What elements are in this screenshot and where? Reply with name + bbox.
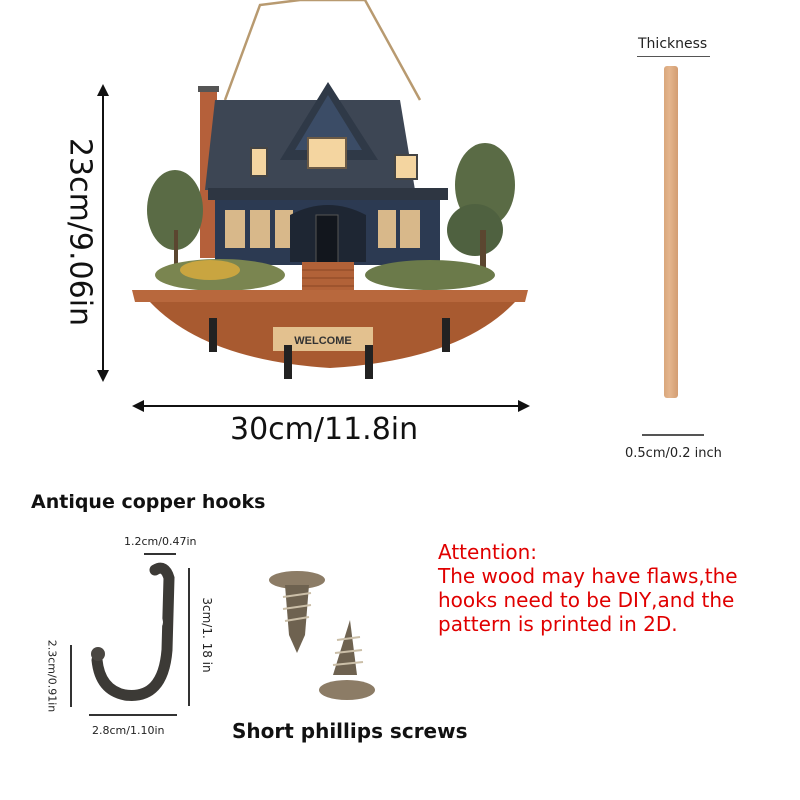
- thickness-dimension-line: [642, 434, 704, 436]
- hook-top-width-line: [144, 553, 176, 555]
- screws-title: Short phillips screws: [232, 719, 468, 743]
- hook-curve-height-line: [70, 645, 72, 707]
- copper-hook-image: [91, 562, 175, 701]
- attention-heading: Attention:: [438, 540, 538, 564]
- hook-curve-height-label: 2.3cm/0.91in: [45, 639, 59, 713]
- height-dimension-line: [102, 88, 104, 378]
- width-label: 30cm/11.8in: [230, 412, 419, 447]
- thickness-value: 0.5cm/0.2 inch: [625, 446, 722, 461]
- hook-bottom-width-label: 2.8cm/1.10in: [92, 724, 165, 737]
- thickness-underline: [637, 56, 710, 57]
- arrow-left-icon: [132, 400, 144, 412]
- arrow-down-icon: [97, 370, 109, 382]
- screws-image: [269, 571, 375, 700]
- width-dimension-line: [140, 405, 522, 407]
- hook-bottom-width-line: [89, 714, 177, 716]
- welcome-sign: WELCOME: [294, 335, 351, 347]
- height-label: 23cm/9.06in: [62, 137, 98, 327]
- attention-note: Attention: The wood may have flaws,the h…: [438, 540, 778, 636]
- arrow-right-icon: [518, 400, 530, 412]
- thickness-dowel-image: [664, 66, 678, 398]
- house-wall-shelf-image: WELCOME: [132, 0, 528, 379]
- hooks-title: Antique copper hooks: [31, 491, 266, 513]
- thickness-title: Thickness: [638, 36, 708, 52]
- hook-height-label: 3cm/1. 18 in: [200, 597, 214, 673]
- hook-top-width-label: 1.2cm/0.47in: [124, 535, 197, 548]
- attention-body: The wood may have flaws,the hooks need t…: [438, 564, 738, 636]
- hook-height-line: [188, 568, 190, 706]
